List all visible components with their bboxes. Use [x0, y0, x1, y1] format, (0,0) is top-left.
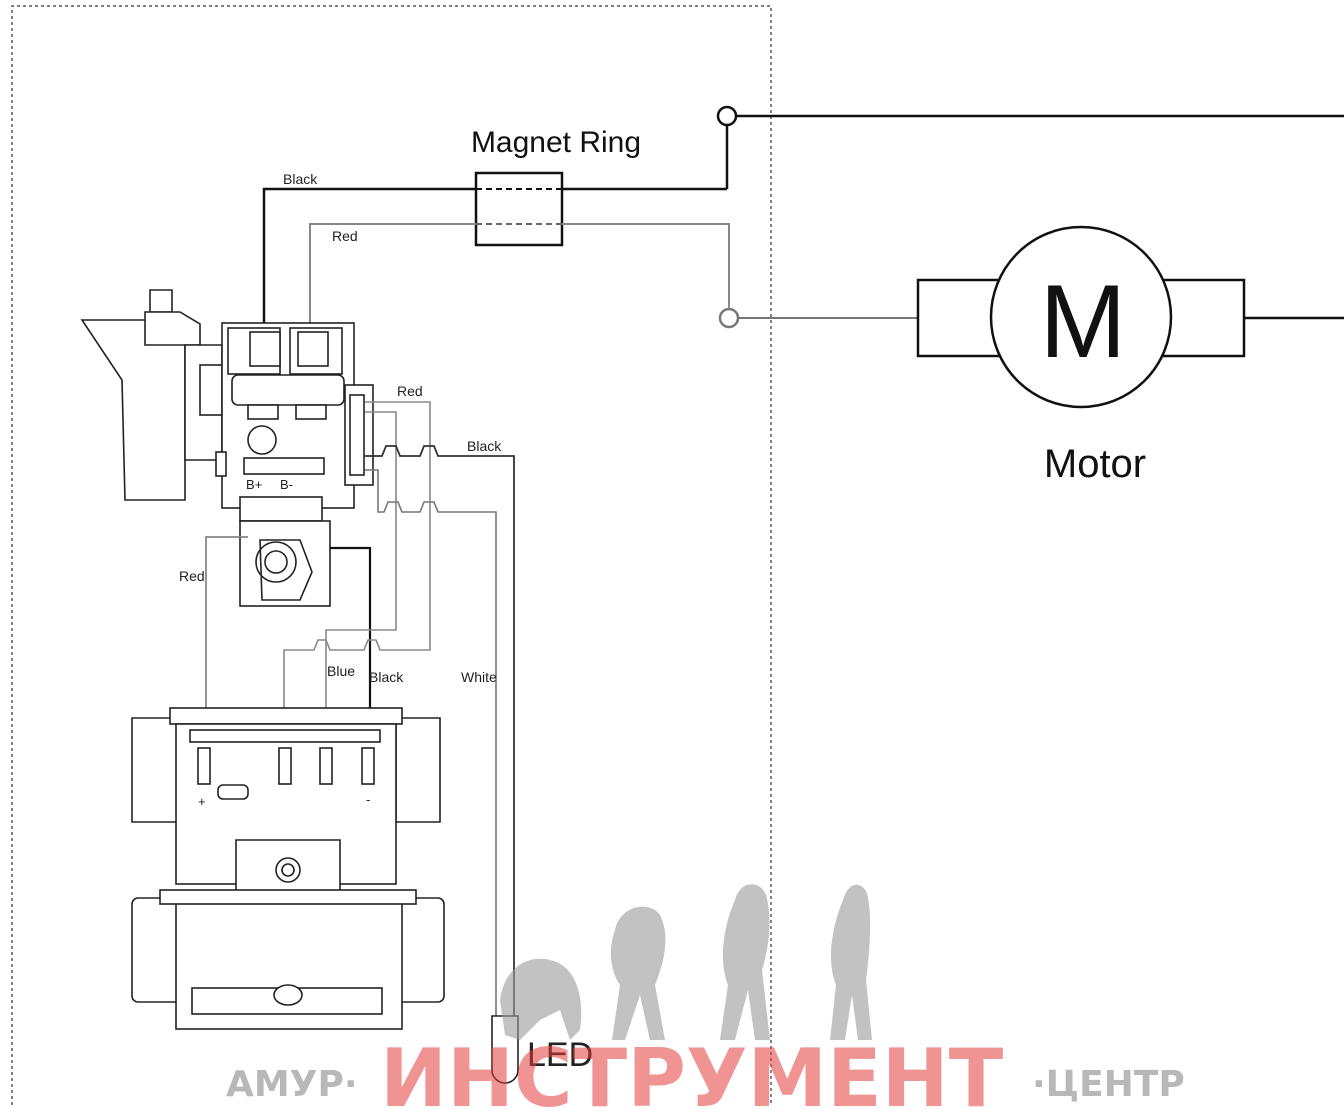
motor-label: Motor: [1044, 442, 1146, 486]
battery-plus-label: B+: [246, 477, 262, 492]
magnet-ring: [474, 171, 564, 247]
battery-minus-label: B-: [280, 477, 293, 492]
watermark-evolution-figures: [500, 884, 872, 1040]
wire-label-blue: Blue: [327, 663, 355, 679]
wire-label-white: White: [461, 669, 497, 685]
bottom-connector: [718, 307, 740, 329]
top-connector: [716, 105, 738, 127]
watermark-right: ·ЦЕНТР: [1032, 1064, 1185, 1105]
wire-label-red-mid: Red: [397, 383, 423, 399]
wire-label-black-top: Black: [283, 171, 318, 187]
wire-label-black-mid: Black: [467, 438, 502, 454]
motor-symbol: M: [916, 225, 1246, 409]
wire-black-top: [262, 187, 727, 335]
trigger-switch: [80, 289, 374, 607]
terminal-plus-label: +: [198, 794, 206, 809]
led-label: LED: [527, 1036, 593, 1074]
terminal-minus-label: -: [366, 792, 370, 807]
wire-label-black-bottom: Black: [369, 669, 404, 685]
internal-wires: [205, 401, 515, 1040]
wire-label-red-top: Red: [332, 228, 358, 244]
battery-connector: [131, 707, 445, 1030]
tool-enclosure-boundary: [11, 5, 772, 1105]
watermark-left: АМУР·: [226, 1064, 358, 1105]
magnet-ring-label: Magnet Ring: [471, 126, 641, 159]
watermark-main: ИНСТРУМЕНТ: [380, 1032, 1004, 1109]
watermark: АМУР· ИНСТРУМЕНТ ·ЦЕНТР: [226, 1032, 1185, 1109]
motor-wiring: [716, 105, 1344, 329]
wire-red-top: [309, 223, 730, 335]
motor-symbol-letter: M: [1040, 264, 1127, 380]
wire-label-red-left: Red: [179, 568, 205, 584]
